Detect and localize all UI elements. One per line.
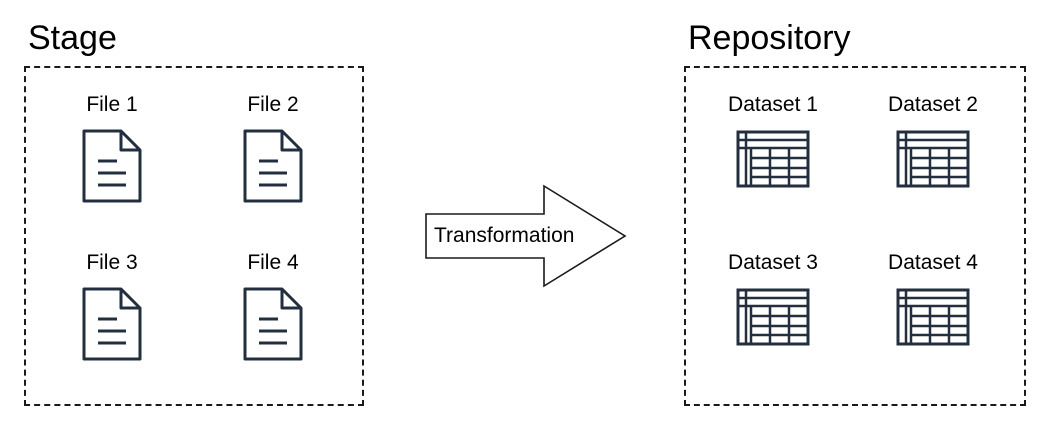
stage-container: [24, 66, 364, 406]
dataset-item-2: Dataset 2: [858, 92, 1008, 188]
table-icon: [896, 130, 970, 188]
file-label: File 3: [86, 251, 138, 274]
document-icon: [243, 129, 303, 203]
file-item-1: File 1: [37, 92, 187, 204]
dataset-item-4: Dataset 4: [858, 250, 1008, 346]
file-item-4: File 4: [198, 250, 348, 362]
file-item-3: File 3: [37, 250, 187, 362]
file-label: File 4: [247, 251, 299, 274]
file-label: File 2: [247, 93, 299, 116]
file-label: File 1: [86, 93, 138, 116]
repository-title: Repository: [688, 19, 851, 57]
repository-container: [684, 66, 1026, 406]
table-icon: [736, 130, 810, 188]
right-arrow-icon: [425, 184, 627, 288]
dataset-label: Dataset 2: [888, 93, 978, 116]
table-icon: [896, 288, 970, 346]
dataset-item-1: Dataset 1: [698, 92, 848, 188]
stage-title: Stage: [28, 19, 117, 57]
dataset-label: Dataset 4: [888, 251, 978, 274]
document-icon: [82, 287, 142, 361]
file-item-2: File 2: [198, 92, 348, 204]
dataset-label: Dataset 3: [728, 251, 818, 274]
transformation-arrow: Transformation: [424, 184, 628, 288]
document-icon: [243, 287, 303, 361]
table-icon: [736, 288, 810, 346]
dataset-label: Dataset 1: [728, 93, 818, 116]
document-icon: [82, 129, 142, 203]
transformation-label: Transformation: [434, 224, 575, 247]
dataset-item-3: Dataset 3: [698, 250, 848, 346]
